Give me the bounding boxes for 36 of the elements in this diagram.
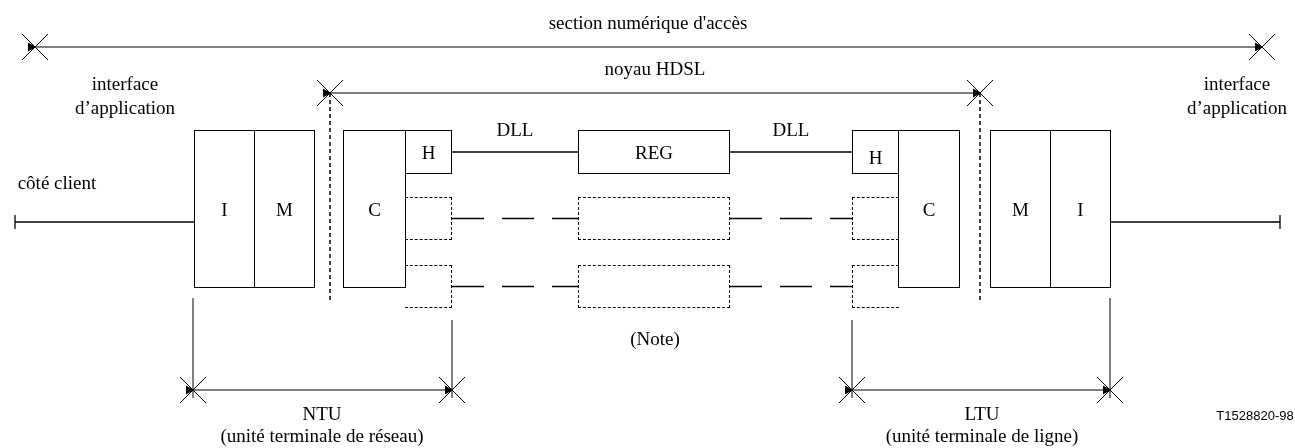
edge-label: DLL xyxy=(771,119,811,141)
interface-label: interface d’application xyxy=(1185,72,1289,120)
block-box: M xyxy=(990,130,1051,288)
connector-line xyxy=(1110,214,1281,230)
dimension-label: noyau HDSL xyxy=(603,58,707,80)
dashed-box xyxy=(578,197,730,240)
block-box: C xyxy=(343,130,406,288)
dimension-label: NTU xyxy=(301,403,343,425)
figure-code: T1528820-98 xyxy=(1215,407,1295,425)
connector-line xyxy=(451,285,579,288)
side-label: côté client xyxy=(16,172,98,194)
connector-line xyxy=(729,285,853,288)
connector-line xyxy=(729,217,853,220)
dimension-label: LTU xyxy=(963,403,1001,425)
block-box: C xyxy=(898,130,960,288)
block-box: H xyxy=(405,130,452,174)
connector-line xyxy=(451,151,579,153)
dimension-label: (unité terminale de ligne) xyxy=(884,425,1080,447)
connector-line xyxy=(451,217,579,220)
note-label: (Note) xyxy=(629,328,681,350)
block-box: I xyxy=(194,130,255,288)
dashed-stub xyxy=(405,197,452,240)
block-box: M xyxy=(254,130,315,288)
interface-label: interface d’application xyxy=(73,72,177,120)
dashed-stub xyxy=(852,265,899,308)
block-box: I xyxy=(1050,130,1111,288)
block-box: H xyxy=(852,130,899,174)
dimension-label: section numérique d'accès xyxy=(547,12,749,34)
dimension-label: (unité terminale de réseau) xyxy=(219,425,425,447)
dashed-stub xyxy=(405,265,452,308)
block-box: REG xyxy=(578,130,730,174)
edge-label: DLL xyxy=(495,119,535,141)
connector-line xyxy=(14,214,195,230)
connector-line xyxy=(729,151,853,153)
dashed-stub xyxy=(852,197,899,240)
dashed-box xyxy=(578,265,730,308)
